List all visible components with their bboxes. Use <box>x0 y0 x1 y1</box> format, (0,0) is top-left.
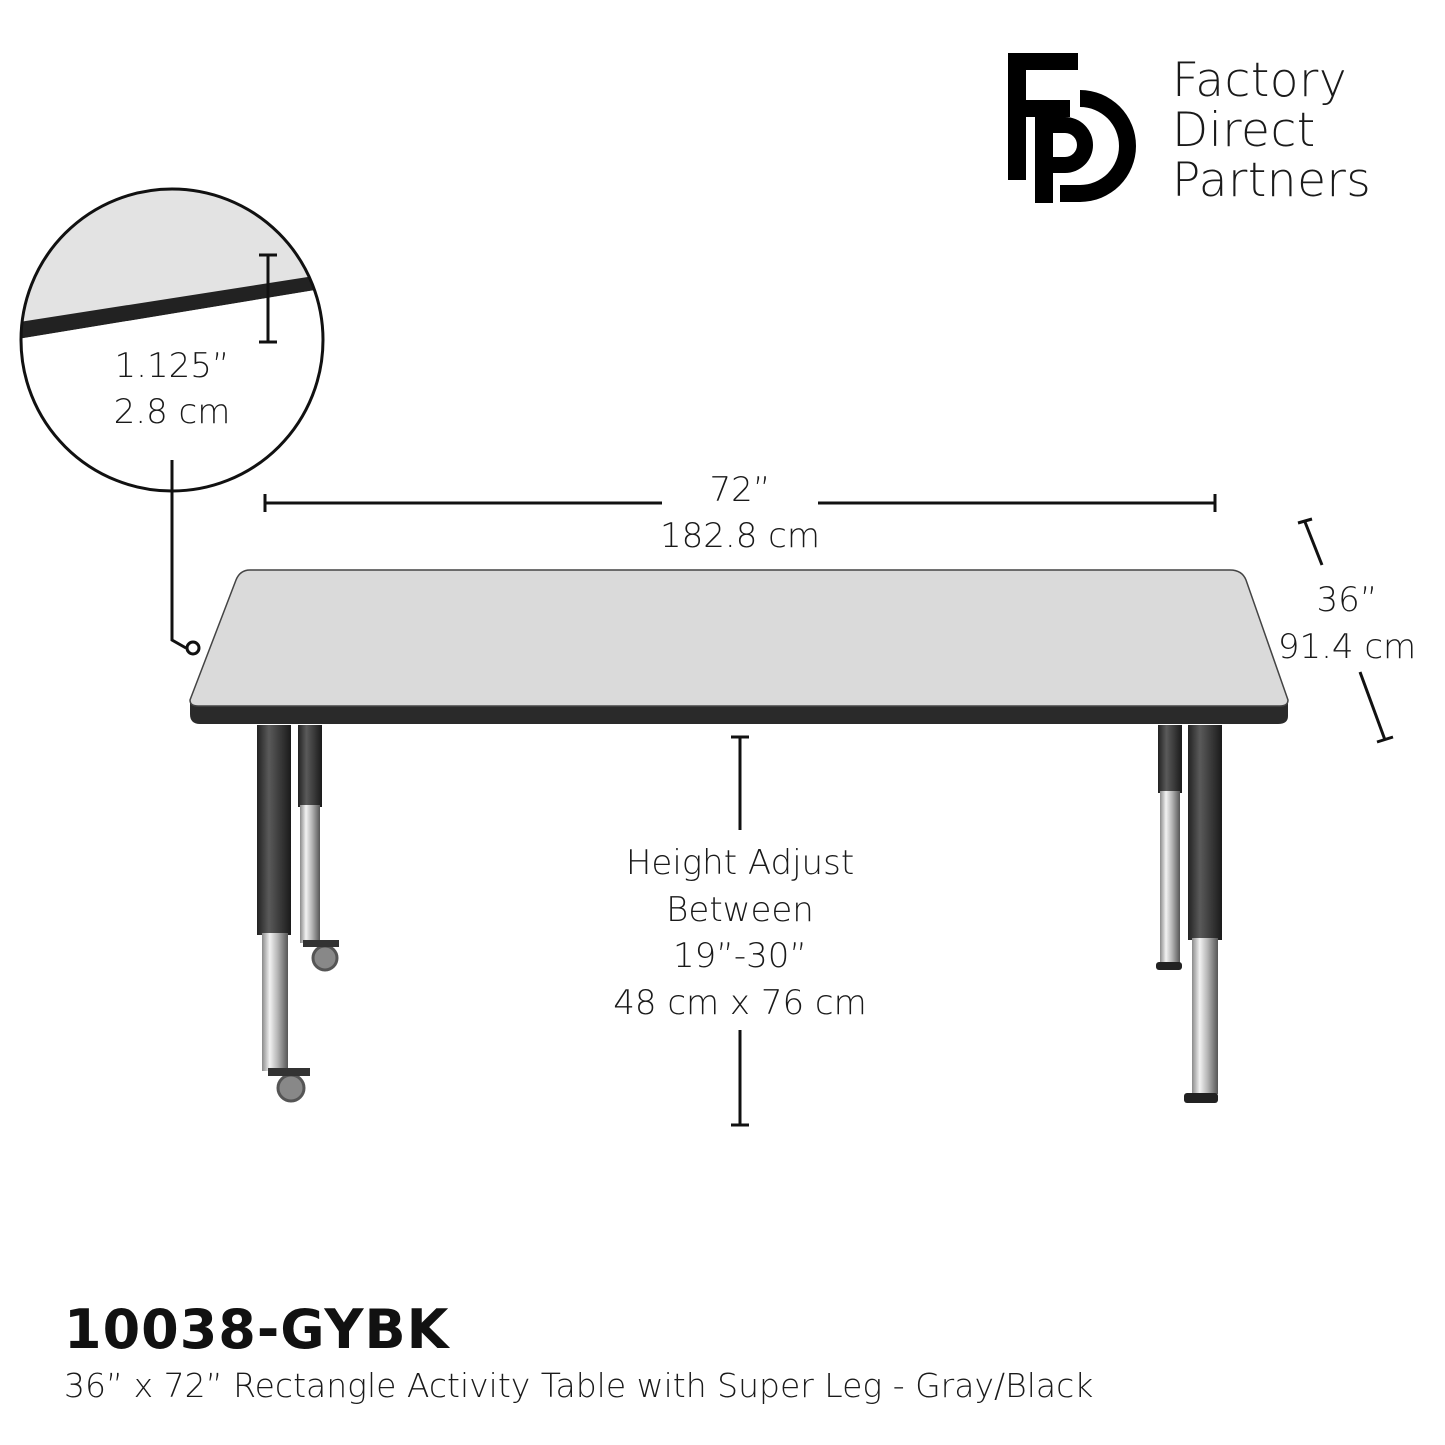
width-dimension-line <box>263 494 1217 512</box>
leg-left-back-caster <box>298 725 339 972</box>
brand-name-line-3: Partners <box>1172 153 1372 208</box>
height-range-cm: 48 cm x 76 cm <box>613 983 867 1023</box>
brand-name-line-1: Factory <box>1172 53 1348 108</box>
brand-name-line-2: Direct <box>1172 103 1316 158</box>
thickness-cm: 2.8 cm <box>113 392 231 432</box>
height-label-line-2: Between <box>666 890 814 930</box>
product-description: 36” x 72” Rectangle Activity Table with … <box>64 1366 1094 1405</box>
depth-dimension-line <box>1297 517 1394 744</box>
width-inches: 72” <box>709 470 771 510</box>
width-cm: 182.8 cm <box>660 516 820 556</box>
thickness-inches: 1.125” <box>114 346 230 386</box>
height-label-line-1: Height Adjust <box>625 843 855 883</box>
height-range-inches: 19”-30” <box>672 936 808 976</box>
height-dimension-line <box>731 735 749 1127</box>
depth-inches: 36” <box>1316 580 1378 620</box>
table-top <box>189 569 1289 724</box>
leg-left-front-caster <box>257 725 310 1103</box>
product-sku: 10038-GYBK <box>64 1298 450 1361</box>
edge-detail-inset <box>19 187 325 656</box>
depth-cm: 91.4 cm <box>1277 627 1417 667</box>
leg-right-front-glide <box>1184 725 1222 1103</box>
leg-right-back-glide <box>1156 725 1182 970</box>
brand-logo-mark <box>1008 53 1136 203</box>
